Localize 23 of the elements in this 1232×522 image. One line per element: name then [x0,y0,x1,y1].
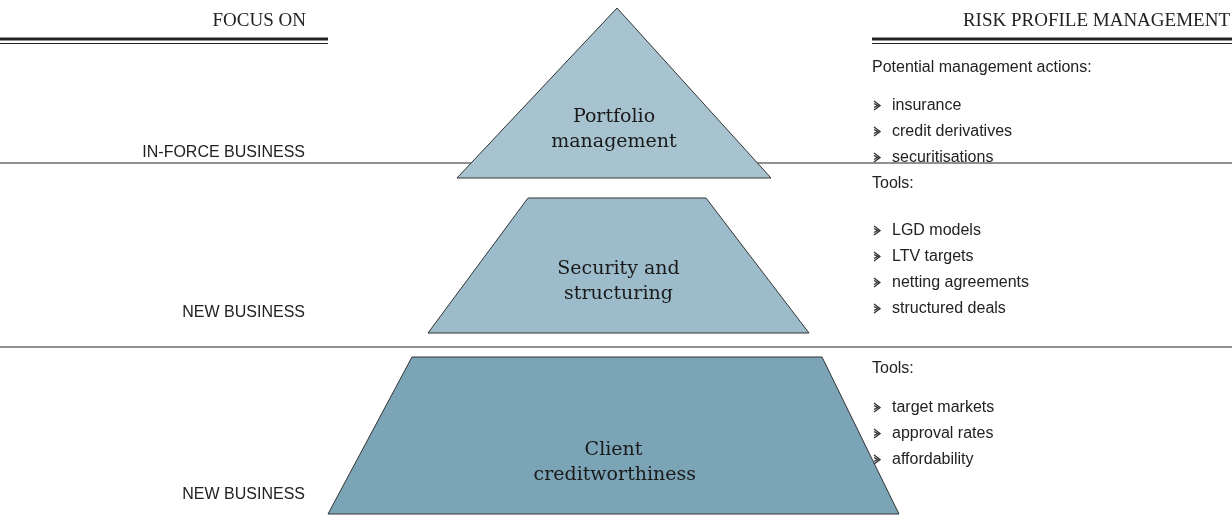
list-item: netting agreements [892,272,1029,292]
list-item: LGD models [892,220,981,240]
level-title: Portfolio management [550,103,678,153]
list-item: approval rates [892,423,994,443]
list-item: insurance [892,95,962,115]
list-item: LTV targets [892,246,974,266]
row-label: NEW BUSINESS [182,302,305,322]
level-title: Client creditworthiness [533,436,694,486]
list-item: structured deals [892,298,1006,318]
row-label: IN-FORCE BUSINESS [142,142,305,162]
list-heading: Tools: [872,358,914,378]
list-item: target markets [892,397,995,417]
level-title: Security and structuring [556,255,681,305]
list-heading: Tools: [872,173,914,193]
pyramid-top-triangle [456,7,772,179]
list-item: securitisations [892,147,994,167]
pyramid-trapezoid [427,197,810,334]
column-heading: RISK PROFILE MANAGEMENT [962,10,1230,30]
list-item: affordability [892,449,974,469]
list-heading: Potential management actions: [872,57,1092,77]
column-heading: FOCUS ON [212,10,306,30]
row-label: NEW BUSINESS [182,484,305,504]
list-item: credit derivatives [892,121,1013,141]
